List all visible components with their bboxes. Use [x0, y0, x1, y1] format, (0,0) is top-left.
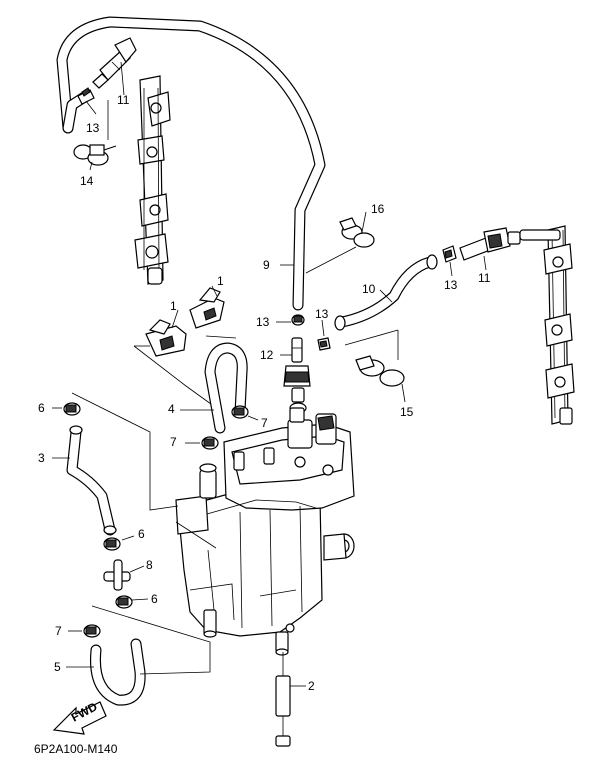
clip-7-upper: [231, 405, 259, 421]
upper-return-hose: [56, 16, 326, 311]
hose-5: [89, 638, 146, 706]
hose-2: [275, 652, 306, 747]
callout-13-mid: 13: [256, 315, 270, 329]
joint-11-right: [459, 227, 521, 271]
callout-12: 12: [260, 348, 274, 362]
holder-15: [355, 355, 406, 403]
fwd-arrow-icon: [52, 701, 107, 735]
callout-7-mid: 7: [170, 435, 177, 449]
holder-16: [339, 211, 375, 248]
diagram-code: 6P2A100-M140: [34, 742, 118, 756]
hose-10: [334, 254, 438, 331]
joint-8: [103, 559, 145, 591]
holder-14: [73, 144, 117, 166]
callout-16: 16: [371, 202, 385, 216]
callout-13-top-left: 13: [86, 121, 100, 135]
joint-12: [280, 337, 303, 363]
vapor-separator-assembly: [175, 407, 355, 656]
callout-13-small: 13: [315, 307, 329, 321]
callout-1-lower: 1: [170, 299, 177, 313]
clip-6-mid: [103, 535, 135, 551]
clip-7-mid: [185, 436, 219, 450]
left-fuel-rail-bracket: [134, 75, 171, 285]
clip-7-low: [68, 624, 101, 638]
bracket-1-upper: [189, 285, 225, 329]
bracket-1-lower: [145, 309, 187, 357]
callout-6-mid: 6: [138, 527, 145, 541]
callout-1-upper: 1: [217, 274, 224, 288]
callout-7-low: 7: [55, 624, 62, 638]
callout-7-upper: 7: [261, 416, 268, 430]
callout-14: 14: [80, 174, 94, 188]
callout-13-right: 13: [444, 278, 458, 292]
right-fuel-rail-bracket: [519, 225, 575, 425]
clip-13-right-small: [317, 319, 331, 351]
callout-15: 15: [400, 405, 414, 419]
clip-13-top-left: [77, 87, 95, 105]
callout-11-right: 11: [478, 271, 491, 285]
clip-13-mid: [291, 314, 305, 326]
callout-10: 10: [362, 282, 376, 296]
callout-2: 2: [308, 679, 315, 693]
pump-fitting: [283, 365, 311, 414]
joint-11-top: [92, 37, 137, 89]
callout-3: 3: [38, 451, 45, 465]
callout-6-low: 6: [151, 592, 158, 606]
callout-11-top: 11: [117, 93, 130, 107]
callout-5: 5: [54, 660, 61, 674]
hose-4: [204, 342, 248, 434]
hose-3: [66, 425, 117, 536]
callout-9: 9: [263, 258, 270, 272]
clip-6-low: [115, 595, 149, 609]
callout-8: 8: [146, 558, 153, 572]
clip-6-top: [52, 402, 81, 416]
callout-6-top: 6: [38, 401, 45, 415]
clip-13-right: [442, 245, 457, 277]
callout-4: 4: [168, 402, 175, 416]
